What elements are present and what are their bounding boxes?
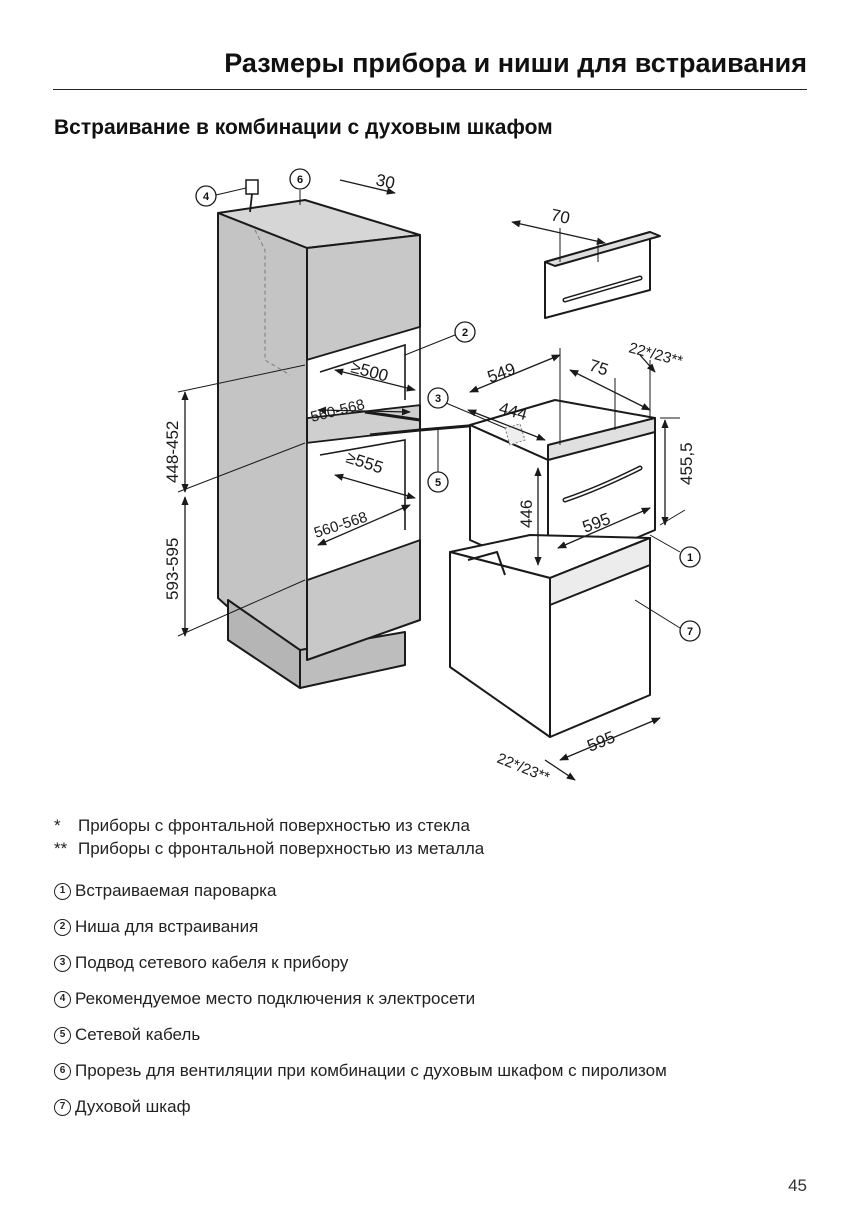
power-cable — [369, 423, 481, 437]
callout-number: 2 — [54, 918, 71, 936]
dim-455-5: 455,5 — [677, 442, 696, 485]
svg-text:3: 3 — [435, 393, 441, 405]
svg-text:6: 6 — [297, 174, 303, 186]
dim-448-452: 448-452 — [163, 421, 182, 483]
title-divider — [53, 89, 807, 90]
dim-446: 446 — [517, 500, 536, 528]
dim-75: 75 — [587, 356, 611, 380]
legend-item-3: 3 Подвод сетевого кабеля к прибору — [54, 945, 667, 981]
svg-text:7: 7 — [687, 626, 693, 638]
legend-item-2: 2 Ниша для встраивания — [54, 909, 667, 945]
footnote-glass: * Приборы с фронтальной поверхностью из … — [54, 816, 470, 835]
dim-70: 70 — [549, 205, 571, 228]
dim-593-595: 593-595 — [163, 538, 182, 600]
callout-7: 7 — [634, 599, 701, 642]
dim-30: 30 — [374, 170, 396, 193]
legend: 1 Встраиваемая пароварка 2 Ниша для встр… — [54, 873, 667, 1125]
callout-1: 1 — [649, 534, 701, 568]
callout-6: 6 — [289, 168, 311, 190]
legend-item-4: 4 Рекомендуемое место подключения к элек… — [54, 981, 667, 1017]
callout-3: 3 — [427, 387, 506, 429]
callout-number: 7 — [54, 1098, 71, 1116]
footnotes: * Приборы с фронтальной поверхностью из … — [54, 814, 484, 860]
installation-diagram: 30 70 ≥500 560-568 ≥555 560-568 448-452 … — [163, 168, 701, 786]
callout-number: 5 — [54, 1026, 71, 1044]
legend-item-7: 7 Духовой шкаф — [54, 1089, 667, 1125]
page-number: 45 — [788, 1176, 807, 1195]
callout-2: 2 — [404, 321, 476, 356]
dim-549: 549 — [485, 359, 518, 387]
callout-number: 6 — [54, 1062, 71, 1080]
svg-text:2: 2 — [462, 327, 468, 339]
dim-22-23-bottom: 22*/23** — [495, 750, 553, 786]
svg-text:4: 4 — [203, 191, 210, 203]
dim-22-23-top: 22*/23** — [627, 339, 685, 370]
cable-route-hidden — [254, 229, 291, 376]
front-panel-detail — [544, 231, 661, 319]
legend-item-1: 1 Встраиваемая пароварка — [54, 873, 667, 909]
callout-5: 5 — [427, 430, 449, 493]
tall-cabinet — [217, 199, 421, 689]
page-title: Размеры прибора и ниши для встраивания — [224, 48, 807, 78]
callout-number: 1 — [54, 882, 71, 900]
callout-4: 4 — [195, 185, 247, 207]
svg-text:1: 1 — [687, 552, 693, 564]
callout-number: 3 — [54, 954, 71, 972]
legend-item-5: 5 Сетевой кабель — [54, 1017, 667, 1053]
legend-item-6: 6 Прорезь для вентиляции при комбинации … — [54, 1053, 667, 1089]
power-socket-icon — [245, 179, 259, 195]
section-title: Встраивание в комбинации с духовым шкафо… — [54, 116, 553, 139]
footnote-metal: ** Приборы с фронтальной поверхностью из… — [54, 839, 485, 858]
callout-number: 4 — [54, 990, 71, 1008]
svg-text:5: 5 — [435, 477, 441, 489]
oven — [449, 534, 651, 738]
dim-595-oven: 595 — [584, 727, 617, 755]
